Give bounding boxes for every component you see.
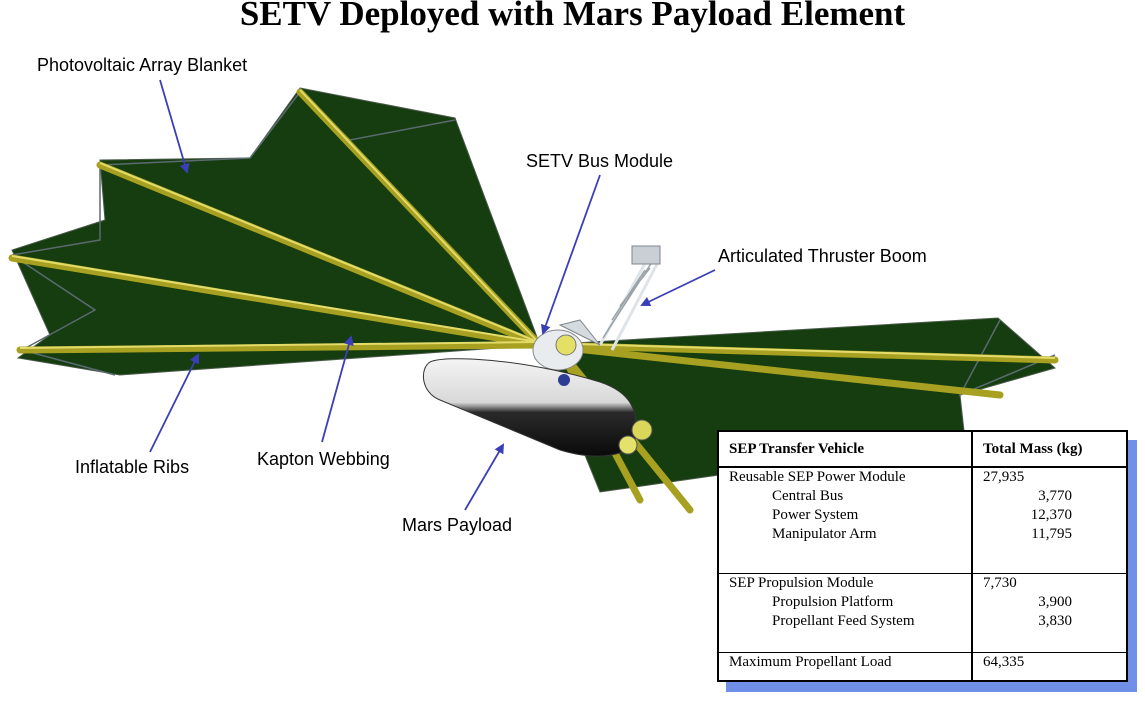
mass-table: SEP Transfer Vehicle Total Mass (kg) Reu…	[717, 430, 1128, 682]
mars-payload	[422, 358, 653, 457]
group-name: Maximum Propellant Load	[729, 654, 892, 671]
item-value: 11,795	[1031, 526, 1072, 542]
item-name: Central Bus	[772, 488, 844, 504]
group-total: 7,730	[983, 574, 1017, 591]
group-total: 64,335	[983, 654, 1025, 671]
item-name: Power System	[772, 507, 859, 523]
bus-module	[532, 329, 584, 371]
item-value: 3,900	[1038, 593, 1072, 610]
item-name: Manipulator Arm	[772, 526, 877, 542]
header-vehicle: SEP Transfer Vehicle	[717, 431, 973, 468]
item-name: Propulsion Platform	[772, 593, 894, 610]
group-name: Reusable SEP Power Module	[729, 469, 906, 485]
arrow-thruster-boom	[640, 269, 716, 307]
label-inflatable-ribs: Inflatable Ribs	[75, 457, 190, 477]
label-kapton-webbing: Kapton Webbing	[257, 449, 390, 469]
arrow-kapton-webbing	[321, 335, 354, 443]
group-name: SEP Propulsion Module	[729, 574, 874, 591]
arrow-photovoltaic	[159, 79, 190, 174]
label-thruster-boom: Articulated Thruster Boom	[718, 246, 927, 266]
item-value: 12,370	[1030, 507, 1072, 523]
label-photovoltaic: Photovoltaic Array Blanket	[37, 55, 248, 75]
table-row: SEP Propulsion Module Propulsion Platfor…	[717, 573, 1128, 654]
item-value: 3,770	[1038, 488, 1072, 504]
table-header-row: SEP Transfer Vehicle Total Mass (kg)	[717, 431, 1128, 468]
arrow-mars-payload	[464, 443, 505, 511]
mass-table-container: SEP Transfer Vehicle Total Mass (kg) Reu…	[717, 430, 1137, 692]
item-value: 3,830	[1038, 612, 1072, 629]
thruster-boom	[558, 245, 661, 351]
header-mass: Total Mass (kg)	[971, 431, 1128, 468]
table-row: Maximum Propellant Load 64,335	[717, 652, 1128, 682]
item-name: Propellant Feed System	[772, 612, 915, 629]
arrow-bus-module	[541, 174, 601, 335]
label-bus-module: SETV Bus Module	[526, 151, 674, 171]
table-row: Reusable SEP Power Module Central Bus Po…	[717, 467, 1128, 574]
label-mars-payload: Mars Payload	[402, 515, 513, 535]
page-title: SETV Deployed with Mars Payload Element	[239, 0, 906, 33]
arrow-inflatable-ribs	[149, 353, 199, 453]
group-total: 27,935	[983, 469, 1025, 485]
